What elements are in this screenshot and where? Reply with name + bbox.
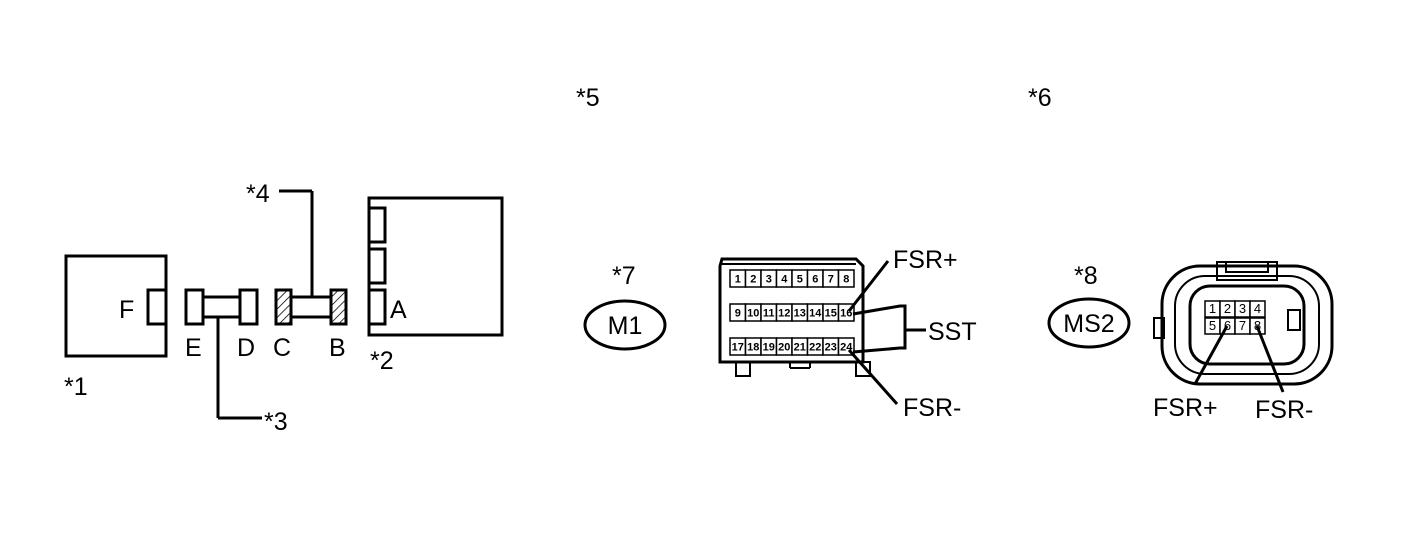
component-2: A: [367, 196, 504, 337]
connector-ms2-label: MS2: [1063, 310, 1114, 338]
m1-pin-label: 11: [763, 308, 775, 320]
m1-pin-label: 9: [735, 308, 741, 320]
m1-fsr-minus-label: FSR-: [903, 394, 961, 422]
fsr-minus-leader-m1: [847, 349, 899, 405]
m1-pin-label: 2: [750, 274, 756, 286]
ms2-pin-label: 7: [1239, 318, 1246, 333]
terminal-f-label: F: [119, 296, 134, 324]
terminal-e-label: E: [185, 334, 202, 362]
ms2-pin-label: 2: [1224, 301, 1231, 316]
connector-m1-badge: M1: [583, 299, 667, 351]
m1-pin-label: 6: [812, 274, 818, 286]
m1-pin-label: 12: [778, 308, 790, 320]
callout-2: *2: [370, 347, 394, 375]
fsr-minus-leader-ms2: [1255, 325, 1285, 393]
m1-pin-label: 10: [747, 308, 759, 320]
callout-1: *1: [64, 373, 88, 401]
ms2-pin-label: 3: [1239, 301, 1246, 316]
m1-pin-label: 19: [763, 342, 775, 354]
m1-pin-cell: [837, 269, 855, 288]
callout-5: *5: [576, 84, 600, 112]
m1-pin-label: 1: [735, 274, 741, 286]
m1-pin-label: 23: [825, 342, 837, 354]
ms2-pin-label: 1: [1209, 301, 1216, 316]
fsr-plus-leader-ms2: [1193, 325, 1229, 385]
terminal-b-label: B: [329, 334, 346, 362]
connector-m1-label: M1: [608, 312, 643, 340]
m1-pin-label: 21: [794, 342, 806, 354]
callout-3: *3: [264, 408, 288, 436]
ms2-pin-label: 6: [1224, 318, 1231, 333]
callout-4: *4: [246, 180, 270, 208]
sub-harness-4: C B: [273, 189, 348, 362]
m1-fsr-plus-label: FSR+: [893, 246, 958, 274]
ms2-fsr-plus-label: FSR+: [1153, 394, 1218, 422]
component-1: F: [64, 254, 168, 358]
m1-pin-label: 15: [825, 308, 837, 320]
m1-pin-label: 8: [843, 274, 849, 286]
ms2-pin-cell: [1249, 300, 1266, 318]
ms2-fsr-minus-label: FSR-: [1255, 396, 1313, 424]
ms2-pin-label: 4: [1254, 301, 1261, 316]
m1-pin-label: 4: [781, 274, 788, 286]
m1-pin-label: 20: [778, 342, 790, 354]
terminal-a-label: A: [390, 296, 407, 324]
m1-pin-label: 18: [747, 342, 759, 354]
terminal-d-label: D: [237, 334, 255, 362]
callout-8: *8: [1074, 262, 1098, 290]
m1-pin-label: 22: [809, 342, 821, 354]
m1-pin-label: 5: [797, 274, 803, 286]
sub-harness-3: E D: [184, 288, 262, 420]
m1-pin-label: 17: [732, 342, 744, 354]
connector-ms2-badge: MS2: [1047, 297, 1131, 349]
callout-7: *7: [612, 262, 636, 290]
m1-pin-label: 7: [828, 274, 834, 286]
m1-pin-label: 13: [794, 308, 806, 320]
signal-sst-label: SST: [928, 318, 977, 346]
terminal-c-label: C: [273, 334, 291, 362]
m1-pin-label: 3: [766, 274, 772, 286]
ms2-pin-label: 5: [1209, 318, 1216, 333]
sst-probe: [852, 304, 926, 354]
fsr-plus-leader-m1: [847, 260, 890, 312]
m1-pin-label: 14: [809, 308, 822, 320]
ms2-pin-label: 8: [1254, 318, 1261, 333]
callout-6: *6: [1028, 84, 1052, 112]
